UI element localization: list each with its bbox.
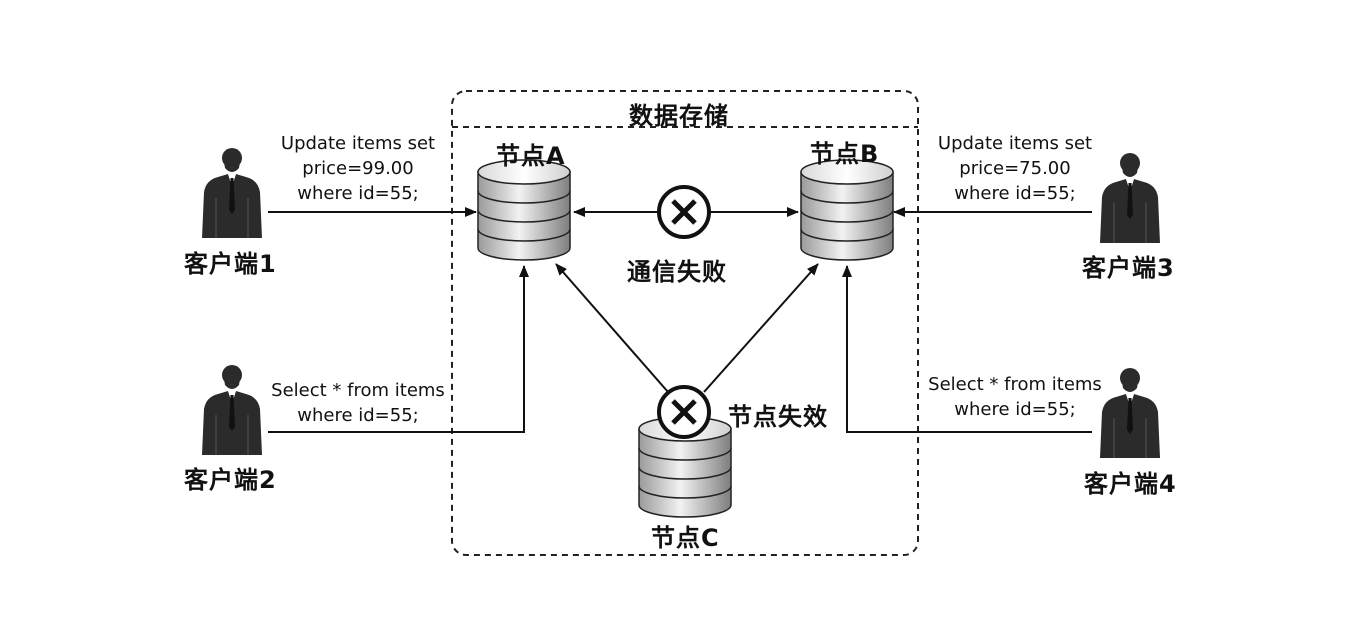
- client3-query-line: price=75.00: [959, 158, 1071, 179]
- client1-query-line: price=99.00: [302, 158, 414, 179]
- client3-person-icon: [1099, 152, 1161, 244]
- communication-failure-icon: [659, 187, 709, 237]
- communication-failure-label: 通信失败: [627, 258, 727, 286]
- client1-label: 客户端1: [184, 250, 277, 278]
- client2-query: Select * from items where id=55;: [262, 378, 454, 428]
- client3-query: Update items set price=75.00 where id=55…: [925, 131, 1105, 206]
- client1-query: Update items set price=99.00 where id=55…: [268, 131, 448, 206]
- client2-person-icon: [201, 364, 263, 456]
- node-b-database-icon: [800, 159, 894, 261]
- client3-query-line: where id=55;: [954, 183, 1076, 204]
- client2-query-line: where id=55;: [297, 405, 419, 426]
- arrow-client4-to-node-b: [842, 265, 1092, 433]
- client1-query-line: Update items set: [280, 133, 436, 154]
- node-a-database-icon: [477, 159, 571, 261]
- client2-query-line: Select * from items: [271, 380, 445, 401]
- client4-query-line: Select * from items: [928, 374, 1102, 395]
- client2-label: 客户端2: [184, 466, 277, 494]
- node-failure-label: 节点失效: [728, 403, 828, 431]
- data-store-boundary: [451, 90, 919, 556]
- client4-query: Select * from items where id=55;: [919, 372, 1111, 422]
- arrow-node-c-to-node-b: [703, 263, 819, 393]
- client1-person-icon: [201, 147, 263, 239]
- arrow-client2-to-node-a: [268, 265, 529, 433]
- client3-query-line: Update items set: [937, 133, 1093, 154]
- client1-query-line: where id=55;: [297, 183, 419, 204]
- node-b-label: 节点B: [810, 140, 880, 168]
- arrow-node-c-to-node-a: [555, 263, 669, 393]
- node-a-label: 节点A: [496, 142, 566, 170]
- client3-label: 客户端3: [1082, 254, 1175, 282]
- client4-label: 客户端4: [1084, 470, 1177, 498]
- data-store-title: 数据存储: [629, 102, 729, 130]
- node-failure-icon: [659, 387, 709, 437]
- node-c-label: 节点C: [651, 524, 720, 552]
- client4-query-line: where id=55;: [954, 399, 1076, 420]
